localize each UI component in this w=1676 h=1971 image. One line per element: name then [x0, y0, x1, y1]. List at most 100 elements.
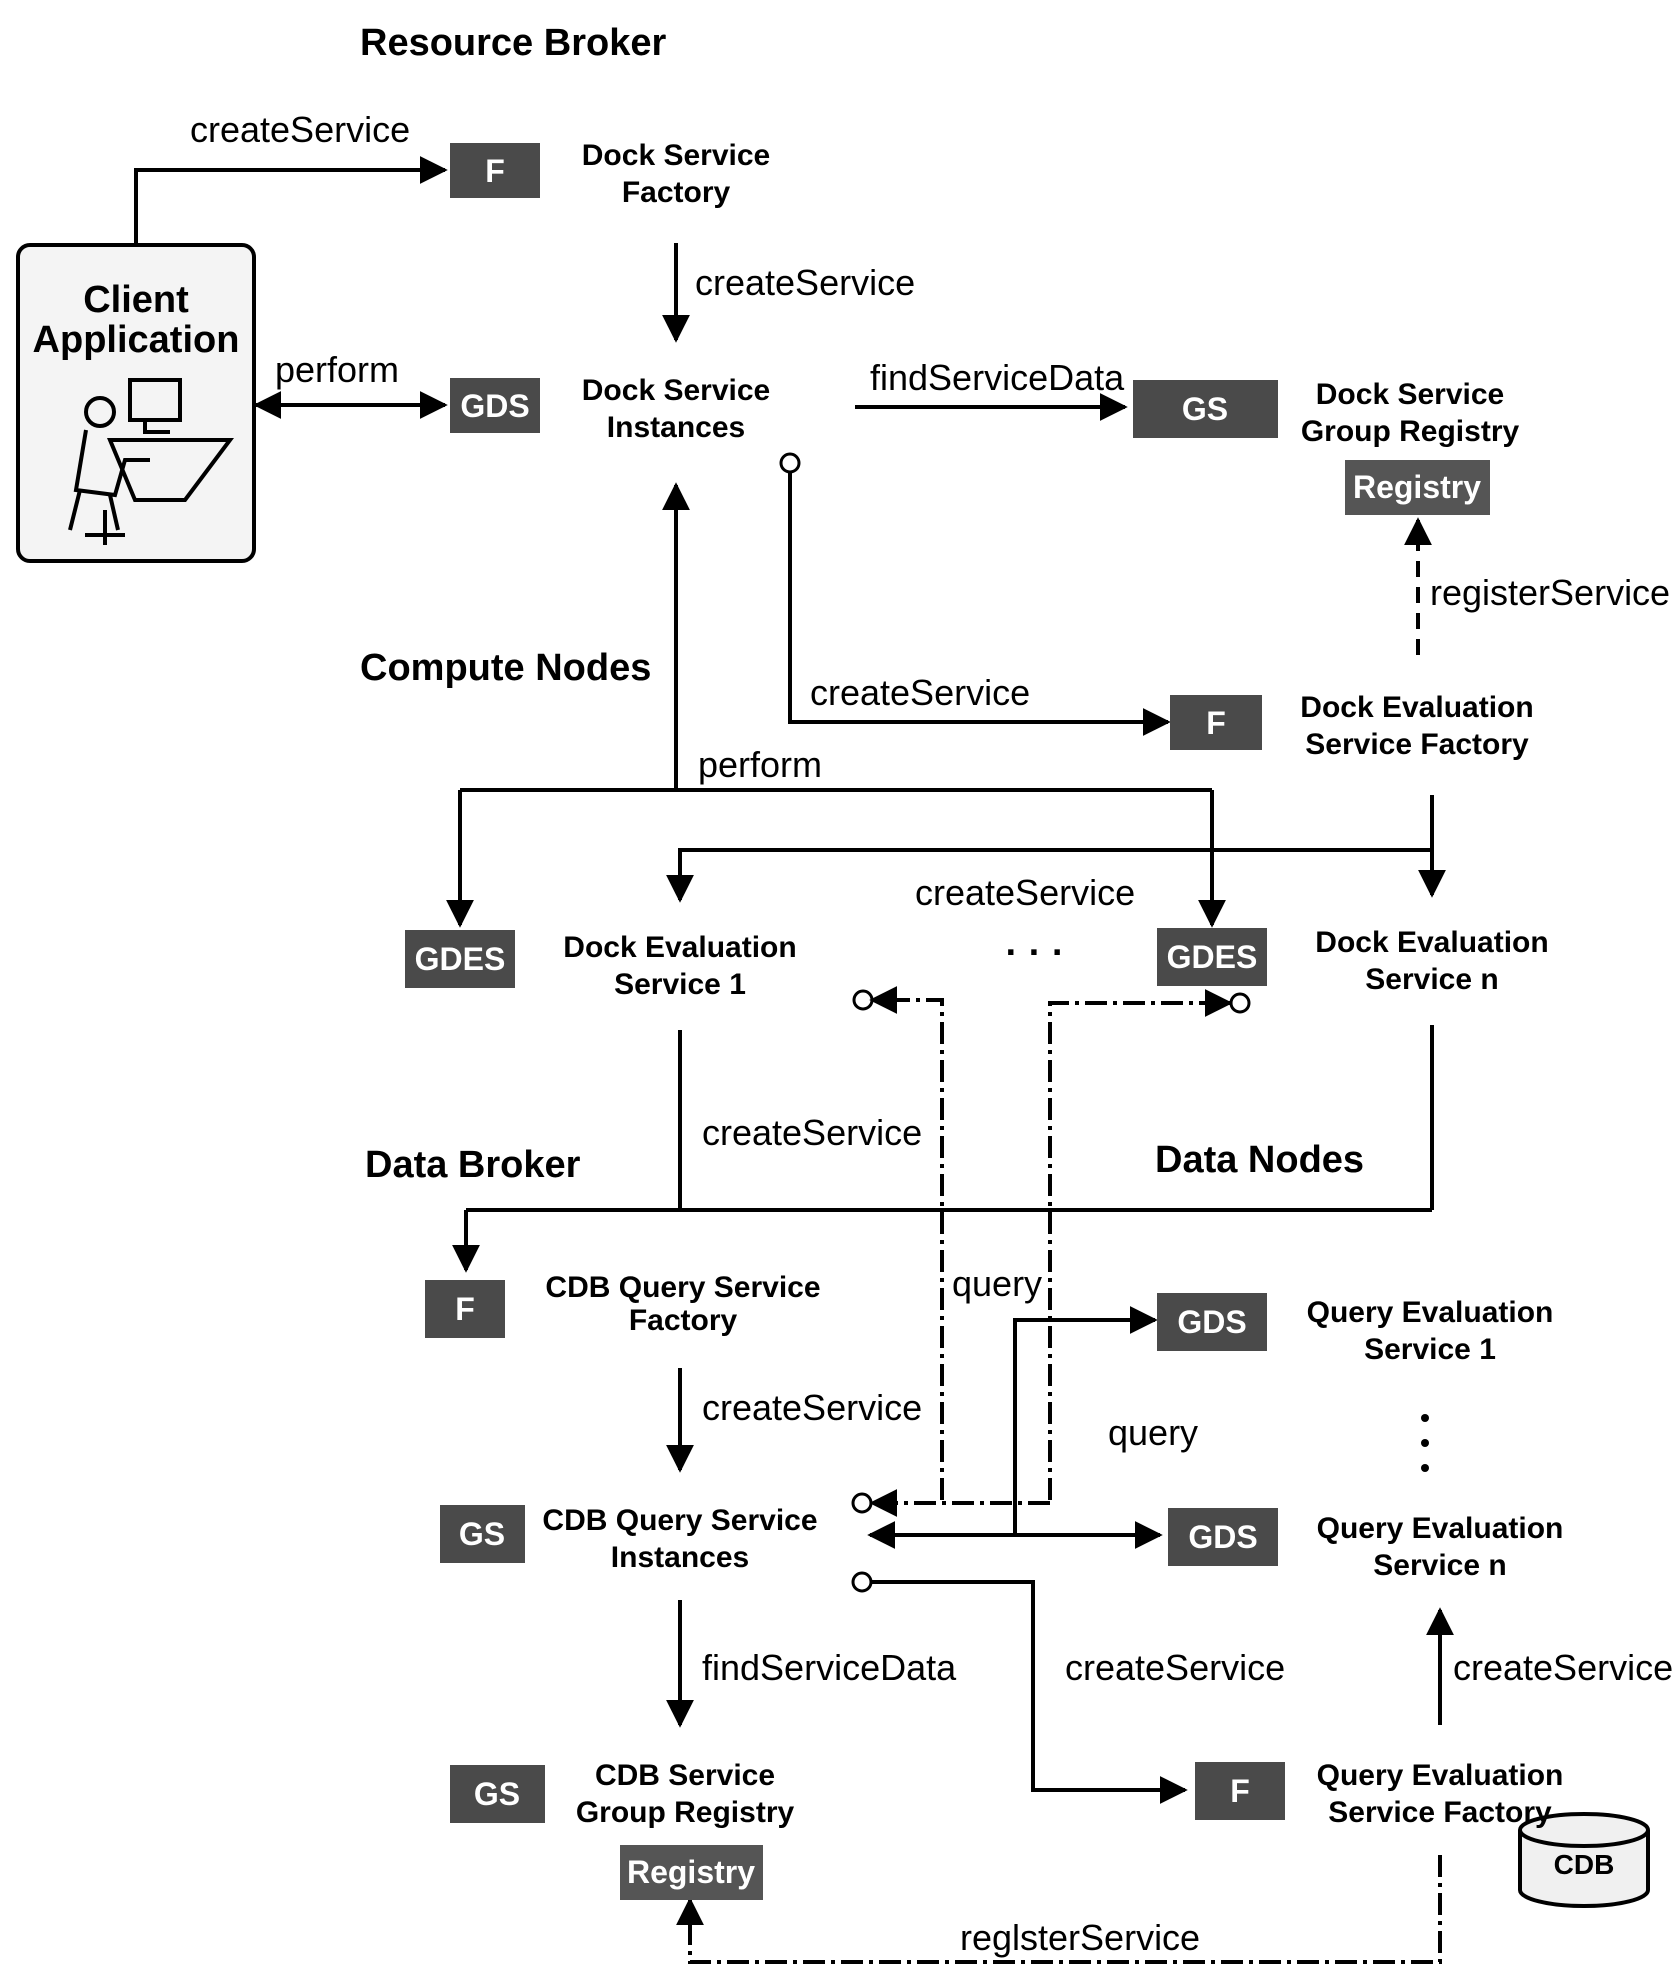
badge-bg [1345, 460, 1490, 515]
label-perform-2: perform [698, 744, 822, 785]
dock-service-group-registry-line2: Group Registry [1301, 415, 1520, 448]
label-query-2: query [1108, 1412, 1198, 1453]
query-evaluation-service-n-line1: Query Evaluation [1317, 1512, 1564, 1545]
edge-register-service-2 [676, 1855, 1442, 1964]
badge-f-dock-factory[interactable]: F [450, 143, 540, 198]
badge-bg [620, 1845, 763, 1900]
dock-evaluation-factory-line1: Dock Evaluation [1300, 691, 1533, 724]
badge-bg [1170, 695, 1262, 750]
label-create-service-5: createService [702, 1112, 922, 1153]
edge-query-up-1 [869, 986, 944, 1500]
badge-label: GDES [1167, 939, 1258, 975]
cdb-query-instances-line1: CDB Query Service [542, 1504, 817, 1537]
badge-label: GS [1182, 391, 1228, 427]
section-compute-nodes: Compute Nodes [360, 647, 651, 689]
badge-f-cdb-factory[interactable]: F [425, 1280, 505, 1338]
badge-gds-dock-instances[interactable]: GDS [450, 378, 540, 433]
badge-label: GDES [415, 941, 506, 977]
dock-service-factory-line2: Factory [622, 176, 731, 209]
badge-gdes-n[interactable]: GDES [1157, 928, 1267, 986]
client-label-line1: Client [83, 279, 189, 321]
cdb-database-icon[interactable]: CDB [1518, 1812, 1650, 1908]
badge-label: GDS [460, 388, 529, 424]
badge-label: Registry [1353, 469, 1481, 505]
badge-gs-cdb-registry[interactable]: GS [450, 1765, 545, 1823]
dock-evaluation-factory-line2: Service Factory [1305, 728, 1529, 761]
badge-label: Registry [627, 1854, 755, 1890]
cdb-query-factory-line2: Factory [629, 1304, 738, 1337]
badge-gs-cdb-instances[interactable]: GS [440, 1505, 525, 1563]
edge-instances-to-qe-factory [871, 1580, 1188, 1804]
badge-label: F [485, 153, 505, 189]
label-register-service-1: registerService [1430, 572, 1670, 613]
client-label-line2: Application [33, 319, 240, 361]
badge-label: F [455, 1291, 475, 1327]
badge-bg [1157, 928, 1267, 986]
badge-f-qe-factory[interactable]: F [1195, 1762, 1285, 1820]
port-cdb-instances-query [851, 1492, 873, 1514]
dock-service-group-registry-line1: Dock Service [1316, 378, 1504, 411]
user-at-computer-icon [68, 378, 234, 545]
label-create-service-4: createService [915, 872, 1135, 913]
badge-gds-qesn[interactable]: GDS [1168, 1508, 1278, 1566]
edge-eval-factory-to-service-1 [666, 848, 1432, 903]
label-create-service-8: createService [1453, 1647, 1673, 1688]
section-data-broker: Data Broker [365, 1144, 581, 1186]
badge-registry-cdb[interactable]: Registry [620, 1845, 763, 1900]
query-evaluation-factory-line2: Service Factory [1328, 1796, 1552, 1829]
badge-label: GDS [1188, 1519, 1257, 1555]
dock-evaluation-service-1-line1: Dock Evaluation [563, 931, 796, 964]
edge-instances-to-eval-factory [788, 472, 1171, 736]
ellipsis-dock-evaluation: · · · [1005, 932, 1064, 974]
badge-gds-qes1[interactable]: GDS [1157, 1293, 1267, 1351]
badge-f-eval-factory[interactable]: F [1170, 695, 1262, 750]
badge-bg [450, 143, 540, 198]
label-create-service-3: createService [810, 672, 1030, 713]
badge-bg [1157, 1293, 1267, 1351]
section-data-nodes: Data Nodes [1155, 1139, 1364, 1181]
badge-label: GS [459, 1516, 505, 1552]
badge-label: F [1206, 705, 1226, 741]
port-desn [1229, 992, 1251, 1014]
cdb-query-instances-line2: Instances [611, 1541, 749, 1574]
cdb-service-group-registry-line1: CDB Service [595, 1759, 775, 1792]
ellipsis-dot-1 [1421, 1414, 1429, 1422]
badge-bg [450, 1765, 545, 1823]
badge-bg [1133, 380, 1278, 438]
label-find-service-data-1: findServiceData [870, 357, 1125, 398]
client-application[interactable]: Client Application [16, 243, 256, 563]
cdb-label: CDB [1554, 1849, 1615, 1880]
badge-label: GDS [1177, 1304, 1246, 1340]
query-evaluation-service-1-line1: Query Evaluation [1307, 1296, 1554, 1329]
badge-bg [450, 378, 540, 433]
badge-bg [425, 1280, 505, 1338]
cdb-query-factory-line1: CDB Query Service [545, 1271, 820, 1304]
badge-gdes-1[interactable]: GDES [405, 930, 515, 988]
query-evaluation-service-n-line2: Service n [1373, 1549, 1506, 1582]
label-create-service-2: createService [695, 262, 915, 303]
badge-bg [1195, 1762, 1285, 1820]
query-evaluation-factory-line1: Query Evaluation [1317, 1759, 1564, 1792]
dock-service-instances-line2: Instances [607, 411, 745, 444]
badge-bg [405, 930, 515, 988]
edge-client-to-dock-factory [134, 156, 448, 245]
cdb-service-group-registry-line2: Group Registry [576, 1796, 795, 1829]
ellipsis-dot-3 [1421, 1464, 1429, 1472]
badge-gs-dock-registry[interactable]: GS [1133, 380, 1278, 438]
badge-label: GS [474, 1776, 520, 1812]
dock-evaluation-service-1-line2: Service 1 [614, 968, 746, 1001]
dock-evaluation-service-n-line2: Service n [1365, 963, 1498, 996]
port-cdb-instances-create [851, 1571, 873, 1593]
label-create-service-6: createService [702, 1387, 922, 1428]
label-perform-1: perform [275, 349, 399, 390]
label-create-service-1: createService [190, 109, 410, 150]
badge-bg [440, 1505, 525, 1563]
badge-registry-dock[interactable]: Registry [1345, 460, 1490, 515]
section-resource-broker: Resource Broker [360, 22, 666, 64]
dock-service-factory-line1: Dock Service [582, 139, 770, 172]
port-des1 [852, 989, 874, 1011]
dock-evaluation-service-n-line1: Dock Evaluation [1315, 926, 1548, 959]
edge-query-up-n [1048, 989, 1233, 1500]
edge-query-to-qes1 [1013, 1306, 1158, 1535]
